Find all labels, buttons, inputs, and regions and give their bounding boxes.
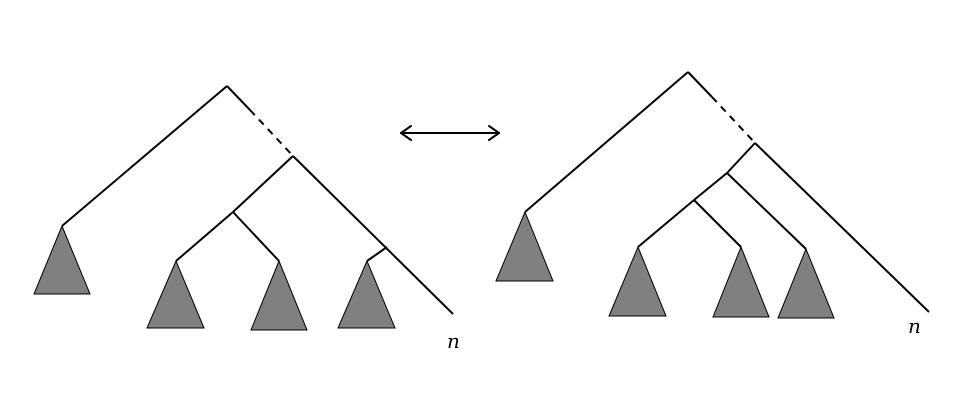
right-tree-subtree-3-triangle (712, 245, 770, 318)
right-tree-edge-root-left (524, 71, 689, 213)
left-tree-subtree-2-triangle (146, 259, 205, 329)
left-tree-edge-to-subtree-2 (175, 211, 234, 262)
left-tree-edge-to-subtree-3 (232, 211, 280, 262)
left-tree-edge-spine-to-n (292, 155, 454, 315)
left-tree-edge-root-spine (226, 85, 251, 111)
right-tree-edge-to-subtree-3 (693, 199, 742, 248)
right-tree-subtree-2-triangle (608, 245, 667, 317)
left-tree: n (33, 85, 460, 353)
right-tree-subtree-4-triangle (777, 247, 835, 319)
double-headed-arrow-icon (400, 125, 500, 141)
right-tree-edge-inner-2 (693, 172, 728, 201)
left-tree-edge-root-left (61, 85, 228, 227)
left-tree-subtree-1-triangle (33, 224, 91, 295)
left-tree-subtree-4-triangle (337, 259, 396, 329)
right-tree-edge-to-subtree-2 (637, 199, 695, 248)
right-tree-edge-spine-to-n (754, 142, 930, 313)
right-tree-edge-inner-1 (726, 142, 756, 174)
right-tree-edge-root-spine (687, 71, 713, 98)
left-tree-edge-inner (232, 155, 294, 213)
left-tree-edge-to-subtree-4 (366, 246, 388, 262)
left-tree-edge-spine-dashed (249, 109, 294, 157)
right-tree-edge-spine-dashed (711, 96, 756, 144)
left-tree-leaf-label: n (447, 329, 460, 353)
left-tree-subtree-3-triangle (250, 259, 308, 331)
right-tree: n (495, 71, 930, 338)
right-tree-leaf-label: n (908, 314, 921, 338)
right-tree-subtree-1-triangle (495, 210, 554, 282)
right-tree-edge-to-subtree-4 (726, 172, 807, 250)
